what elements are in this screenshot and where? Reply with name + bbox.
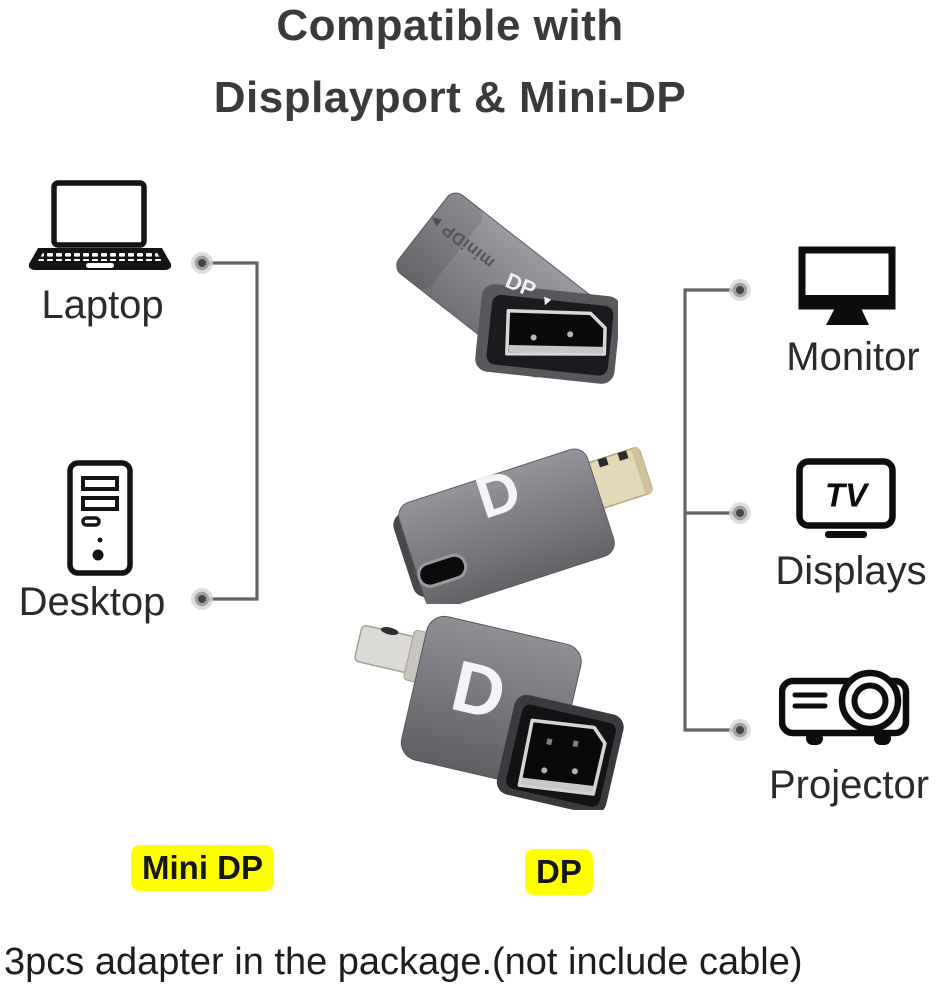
connector-dot [729,502,751,524]
adapter-minidp-dp-coupler: miniDP ▲ DP ▼ [396,192,618,384]
tv-screen-text: TV [825,477,870,514]
connector-dot [729,279,751,301]
displays-label: Displays [775,549,927,593]
dp-male-connector [581,447,653,511]
desktop-label: Desktop [18,580,166,624]
projector-icon [779,669,910,745]
connector-dot [191,252,213,274]
page-title: Compatible with Displayport & Mini-DP [0,2,900,122]
connector-dot [191,588,213,610]
monitor-icon [798,246,896,325]
title-line-2: Displayport & Mini-DP [213,73,687,122]
title-line-1: Compatible with [276,1,624,50]
adapter-dp-male-minidp-female: D [393,447,653,604]
tv-icon: TV [796,458,896,538]
laptop-label: Laptop [41,283,164,327]
dp-tag: DP [525,849,593,895]
adapter-body: D [354,615,624,810]
mini-dp-tag: Mini DP [131,845,274,891]
desktop-icon [67,460,133,576]
minidp-female-port [417,553,468,588]
laptop-icon [28,180,172,270]
dp-female-port [475,284,618,384]
left-bracket [202,261,259,601]
adapter-body: D [393,447,653,604]
dp-arrow-icon: ▼ [538,291,556,310]
connector-dot [729,719,751,741]
package-note: 3pcs adapter in the package.(not include… [4,941,803,983]
dp-female-port [496,694,624,810]
projector-label: Projector [768,763,930,807]
adapter-minidp-male-dp-female: D [354,615,624,810]
connector-dots [191,252,751,741]
monitor-label: Monitor [786,335,920,379]
